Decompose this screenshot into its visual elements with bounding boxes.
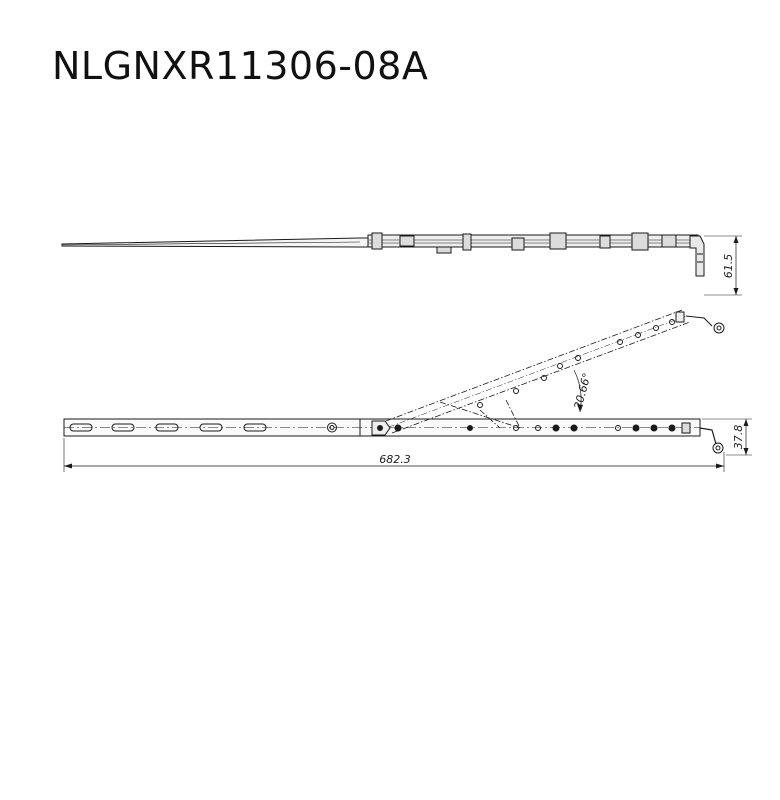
angle-label: 20.66° [572, 372, 594, 411]
opened-arm [385, 309, 691, 434]
height-side-label: 61.5 [722, 254, 735, 279]
height-front-label: 37.8 [732, 425, 745, 450]
length-dimension [63, 438, 725, 472]
front-view [63, 418, 724, 454]
page-title: NLGNXR11306-08A [52, 44, 429, 88]
side-view [61, 232, 742, 296]
opened-arm-holes [477, 311, 725, 408]
length-label: 682.3 [379, 453, 411, 466]
front-height-dimension [702, 418, 752, 456]
